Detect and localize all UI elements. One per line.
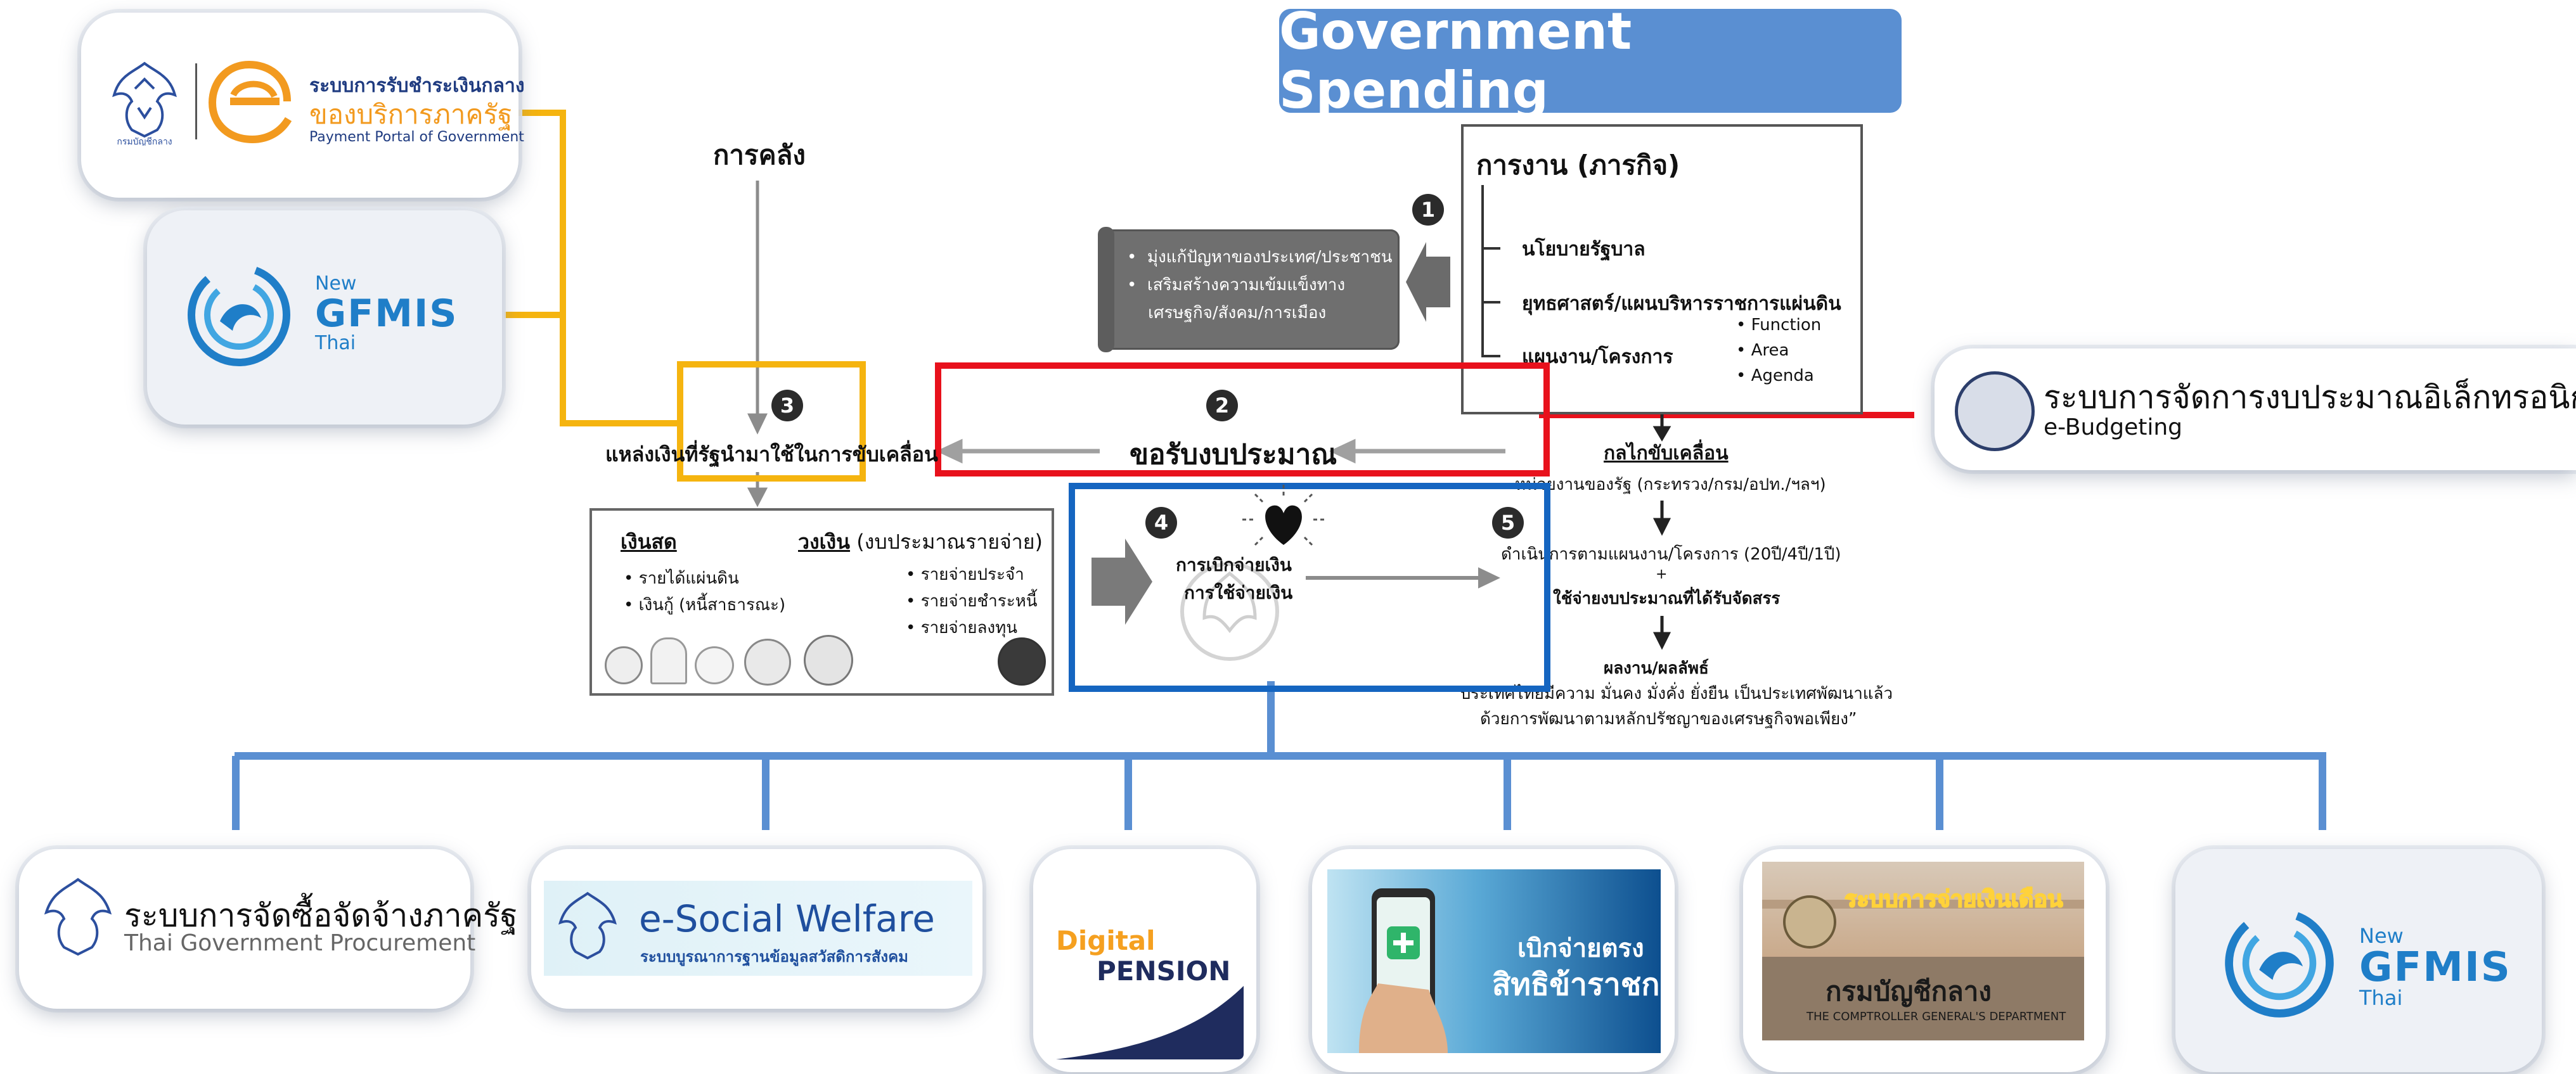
salary-photo: ระบบการจ่ายเงินเดือน กรมบัญชีกลาง THE CO… [1762, 862, 2084, 1040]
mission-sub-item: • Function [1736, 316, 1822, 335]
payment-portal-card[interactable]: กรมบัญชีกลาง ระบบการรับชำระเงินกลาง ของบ… [81, 13, 524, 198]
budget-item: • รายจ่ายลงทุน [906, 618, 1018, 637]
gfmis-name: GFMIS [2359, 944, 2511, 991]
garuda-emblem-icon [558, 892, 617, 960]
divider [195, 63, 197, 139]
mechanism-agencies: หน่วยงานของรัฐ (กระทรวง/กรม/อปท./ฯลฯ) [1515, 475, 1826, 494]
page-title: Government Spending [1279, 2, 1902, 120]
treasury-seal-icon [804, 635, 853, 686]
watermark-seal-icon [1180, 562, 1279, 661]
budget-item: • รายจ่ายชำระหนี้ [906, 592, 1038, 611]
disbursement-line1: การเบิกจ่ายเงิน [1176, 554, 1292, 575]
garuda-emblem-icon: กรมบัญชีกลาง [112, 61, 177, 146]
gfmis-new-label: New [2359, 924, 2404, 948]
portal-english: Payment Portal of Government [309, 129, 524, 145]
pension-swoosh [1055, 986, 1244, 1059]
e-budgeting-card[interactable]: ระบบการจัดการงบประมาณอิเล็กทรอนิกส์ e-Bu… [1935, 348, 2576, 470]
portal-thai-line1: ระบบการรับชำระเงินกลาง [309, 75, 525, 97]
phone-hand-icon [1359, 888, 1448, 1053]
gfmis-name: GFMIS [315, 291, 458, 336]
budget-request-box [935, 362, 1550, 476]
budget-request-label: ขอรับงบประมาณ [1130, 438, 1337, 471]
cash-title: เงินสด [621, 530, 677, 554]
step-4: 4 [1145, 507, 1177, 539]
civil-banner: เบิกจ่ายตรง สิทธิข้าราชการ [1327, 869, 1661, 1053]
mission-item: นโยบายรัฐบาล [1522, 238, 1645, 260]
pension-panel: Digital PENSION [1046, 872, 1244, 1059]
budget-bureau-seal-icon [1955, 371, 2035, 451]
procurement-thai: ระบบการจัดซื้อจัดจ้างภาครัฐ [124, 897, 518, 934]
welfare-subtitle: ระบบบูรณาการฐานข้อมูลสวัสดิการสังคม [640, 948, 908, 966]
welfare-banner: e-Social Welfare ระบบบูรณาการฐานข้อมูลสว… [544, 881, 972, 976]
cash-item: • รายได้แผ่นดิน [624, 569, 739, 588]
salary-building-name: กรมบัญชีกลาง [1826, 976, 1992, 1007]
objective-item: เศรษฐกิจ/สังคม/การเมือง [1148, 304, 1327, 323]
gfmis-new-label: New [315, 272, 357, 295]
salary-banner: ระบบการจ่ายเงินเดือน [1844, 886, 2064, 913]
welfare-title: e-Social Welfare [639, 897, 935, 940]
civil-line1: เบิกจ่ายตรง [1517, 934, 1644, 963]
civil-servant-card[interactable]: เบิกจ่ายตรง สิทธิข้าราชการ [1312, 849, 1675, 1072]
mission-bracket [1481, 185, 1484, 356]
budget-item: • รายจ่ายประจำ [906, 565, 1024, 584]
treasury-label: การคลัง [713, 139, 806, 170]
gfmis-thai-label: Thai [315, 332, 356, 354]
objective-item: • มุ่งแก้ปัญหาของประเทศ/ประชาชน [1127, 248, 1393, 267]
mechanism-plus: + [1656, 566, 1668, 582]
gfmis-swirl-icon [2225, 909, 2334, 1018]
budget-bureau-seal-icon [998, 637, 1046, 686]
mechanism-spend: ใช้จ่ายงบประมาณที่ได้รับจัดสรร [1553, 589, 1781, 608]
salary-building-english: THE COMPTROLLER GENERAL'S DEPARTMENT [1806, 1010, 2066, 1023]
customs-seal-icon [744, 639, 791, 686]
mission-box: การงาน (ภารกิจ) นโยบายรัฐบาล ยุทธศาสตร์/… [1461, 124, 1863, 414]
mission-item: ยุทธศาสตร์/แผนบริหารราชการแผ่นดิน [1522, 293, 1841, 315]
cash-budget-box: เงินสด • รายได้แผ่นดิน • เงินกู้ (หนี้สา… [589, 508, 1054, 696]
digital-pension-card[interactable]: Digital PENSION [1033, 849, 1256, 1072]
objective-item: • เสริมสร้างความเข้มแข็งทาง [1127, 276, 1346, 295]
mission-sub-item: • Area [1736, 341, 1789, 360]
pension-word-2: PENSION [1097, 956, 1231, 987]
mechanism-result: ผลงาน/ผลลัพธ์ [1604, 659, 1709, 678]
budget-title: วงเงิน (งบประมาณรายจ่าย) [798, 530, 1043, 554]
mechanism-heading: กลไกขับเคลื่อน [1604, 442, 1729, 464]
procurement-english: Thai Government Procurement [124, 930, 476, 956]
pension-word-1: Digital [1056, 925, 1156, 956]
gfmis-swirl-icon [188, 264, 290, 366]
portal-thai-line2: ของบริการภาครัฐ [309, 99, 513, 130]
step-3: 3 [771, 390, 803, 421]
mission-title: การงาน (ภารกิจ) [1476, 150, 1680, 181]
left-arrow-icon [1406, 242, 1450, 322]
excise-seal-icon [695, 646, 734, 684]
step-1: 1 [1412, 194, 1444, 226]
social-welfare-card[interactable]: e-Social Welfare ระบบบูรณาการฐานข้อมูลสว… [531, 849, 982, 1009]
ministry-seal-icon [605, 646, 643, 684]
cash-item: • เงินกู้ (หนี้สาธารณะ) [624, 596, 786, 615]
civil-line2: สิทธิข้าราชการ [1492, 967, 1661, 1002]
e-budgeting-english: e-Budgeting [2044, 414, 2183, 440]
gfmis-bottom-card[interactable]: New GFMIS Thai [2175, 849, 2542, 1072]
mechanism-operation: ดำเนินการตามแผนงาน/โครงการ (20ปี/4ปี/1ปี… [1501, 545, 1841, 564]
e-budgeting-thai: ระบบการจัดการงบประมาณอิเล็กทรอนิกส์ [2044, 379, 2576, 416]
gfmis-top-card[interactable]: New GFMIS Thai [147, 210, 502, 425]
garuda-emblem-icon [1783, 895, 1836, 949]
heart-icon [1242, 485, 1325, 546]
objectives-scroll: • มุ่งแก้ปัญหาของประเทศ/ประชาชน • เสริมส… [1098, 227, 1400, 352]
mechanism-quote: ด้วยการพัฒนาตามหลักปรัชญาของเศรษฐกิจพอเพ… [1480, 710, 1857, 729]
disbursement-line2: การใช้จ่ายเงิน [1184, 582, 1293, 603]
procurement-card[interactable]: ระบบการจัดซื้อจัดจ้างภาครัฐ Thai Governm… [19, 849, 518, 1009]
garuda-emblem-icon [44, 878, 112, 956]
disbursement-box [1069, 483, 1550, 692]
step-2: 2 [1206, 390, 1238, 421]
revenue-dept-icon [650, 637, 687, 684]
funding-source-label: แหล่งเงินที่รัฐนำมาใช้ในการขับเคลื่อน [605, 442, 938, 466]
step-5: 5 [1492, 507, 1524, 539]
right-arrow-icon [1092, 539, 1152, 625]
svg-text:กรมบัญชีกลาง: กรมบัญชีกลาง [117, 137, 172, 146]
funding-box [677, 361, 866, 482]
e-logo-icon [208, 60, 292, 144]
mission-sub-item: • Agenda [1736, 366, 1814, 385]
salary-system-card[interactable]: ระบบการจ่ายเงินเดือน กรมบัญชีกลาง THE CO… [1743, 849, 2106, 1072]
gfmis-thai-label: Thai [2359, 986, 2403, 1010]
